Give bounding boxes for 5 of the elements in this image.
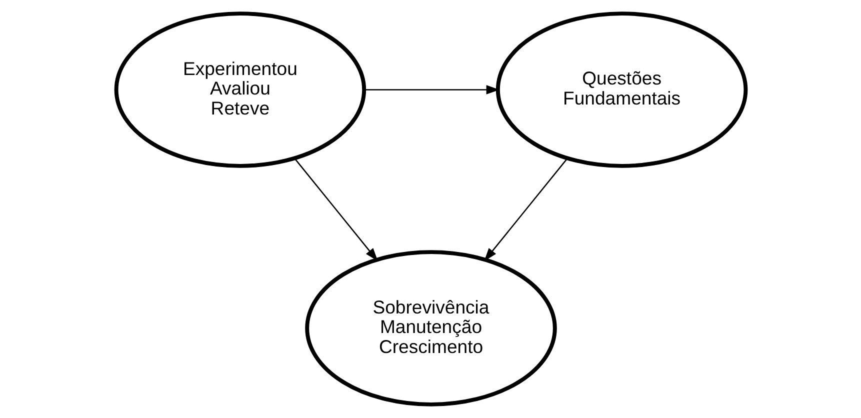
arrow: [294, 158, 378, 262]
arrow: [484, 158, 568, 262]
node-ellipse: Sobrevivência Manutenção Crescimento: [304, 250, 556, 406]
node-ellipse: Questões Fundamentais: [495, 12, 748, 168]
node-ellipse: Experimentou Avaliou Reteve: [114, 12, 366, 168]
